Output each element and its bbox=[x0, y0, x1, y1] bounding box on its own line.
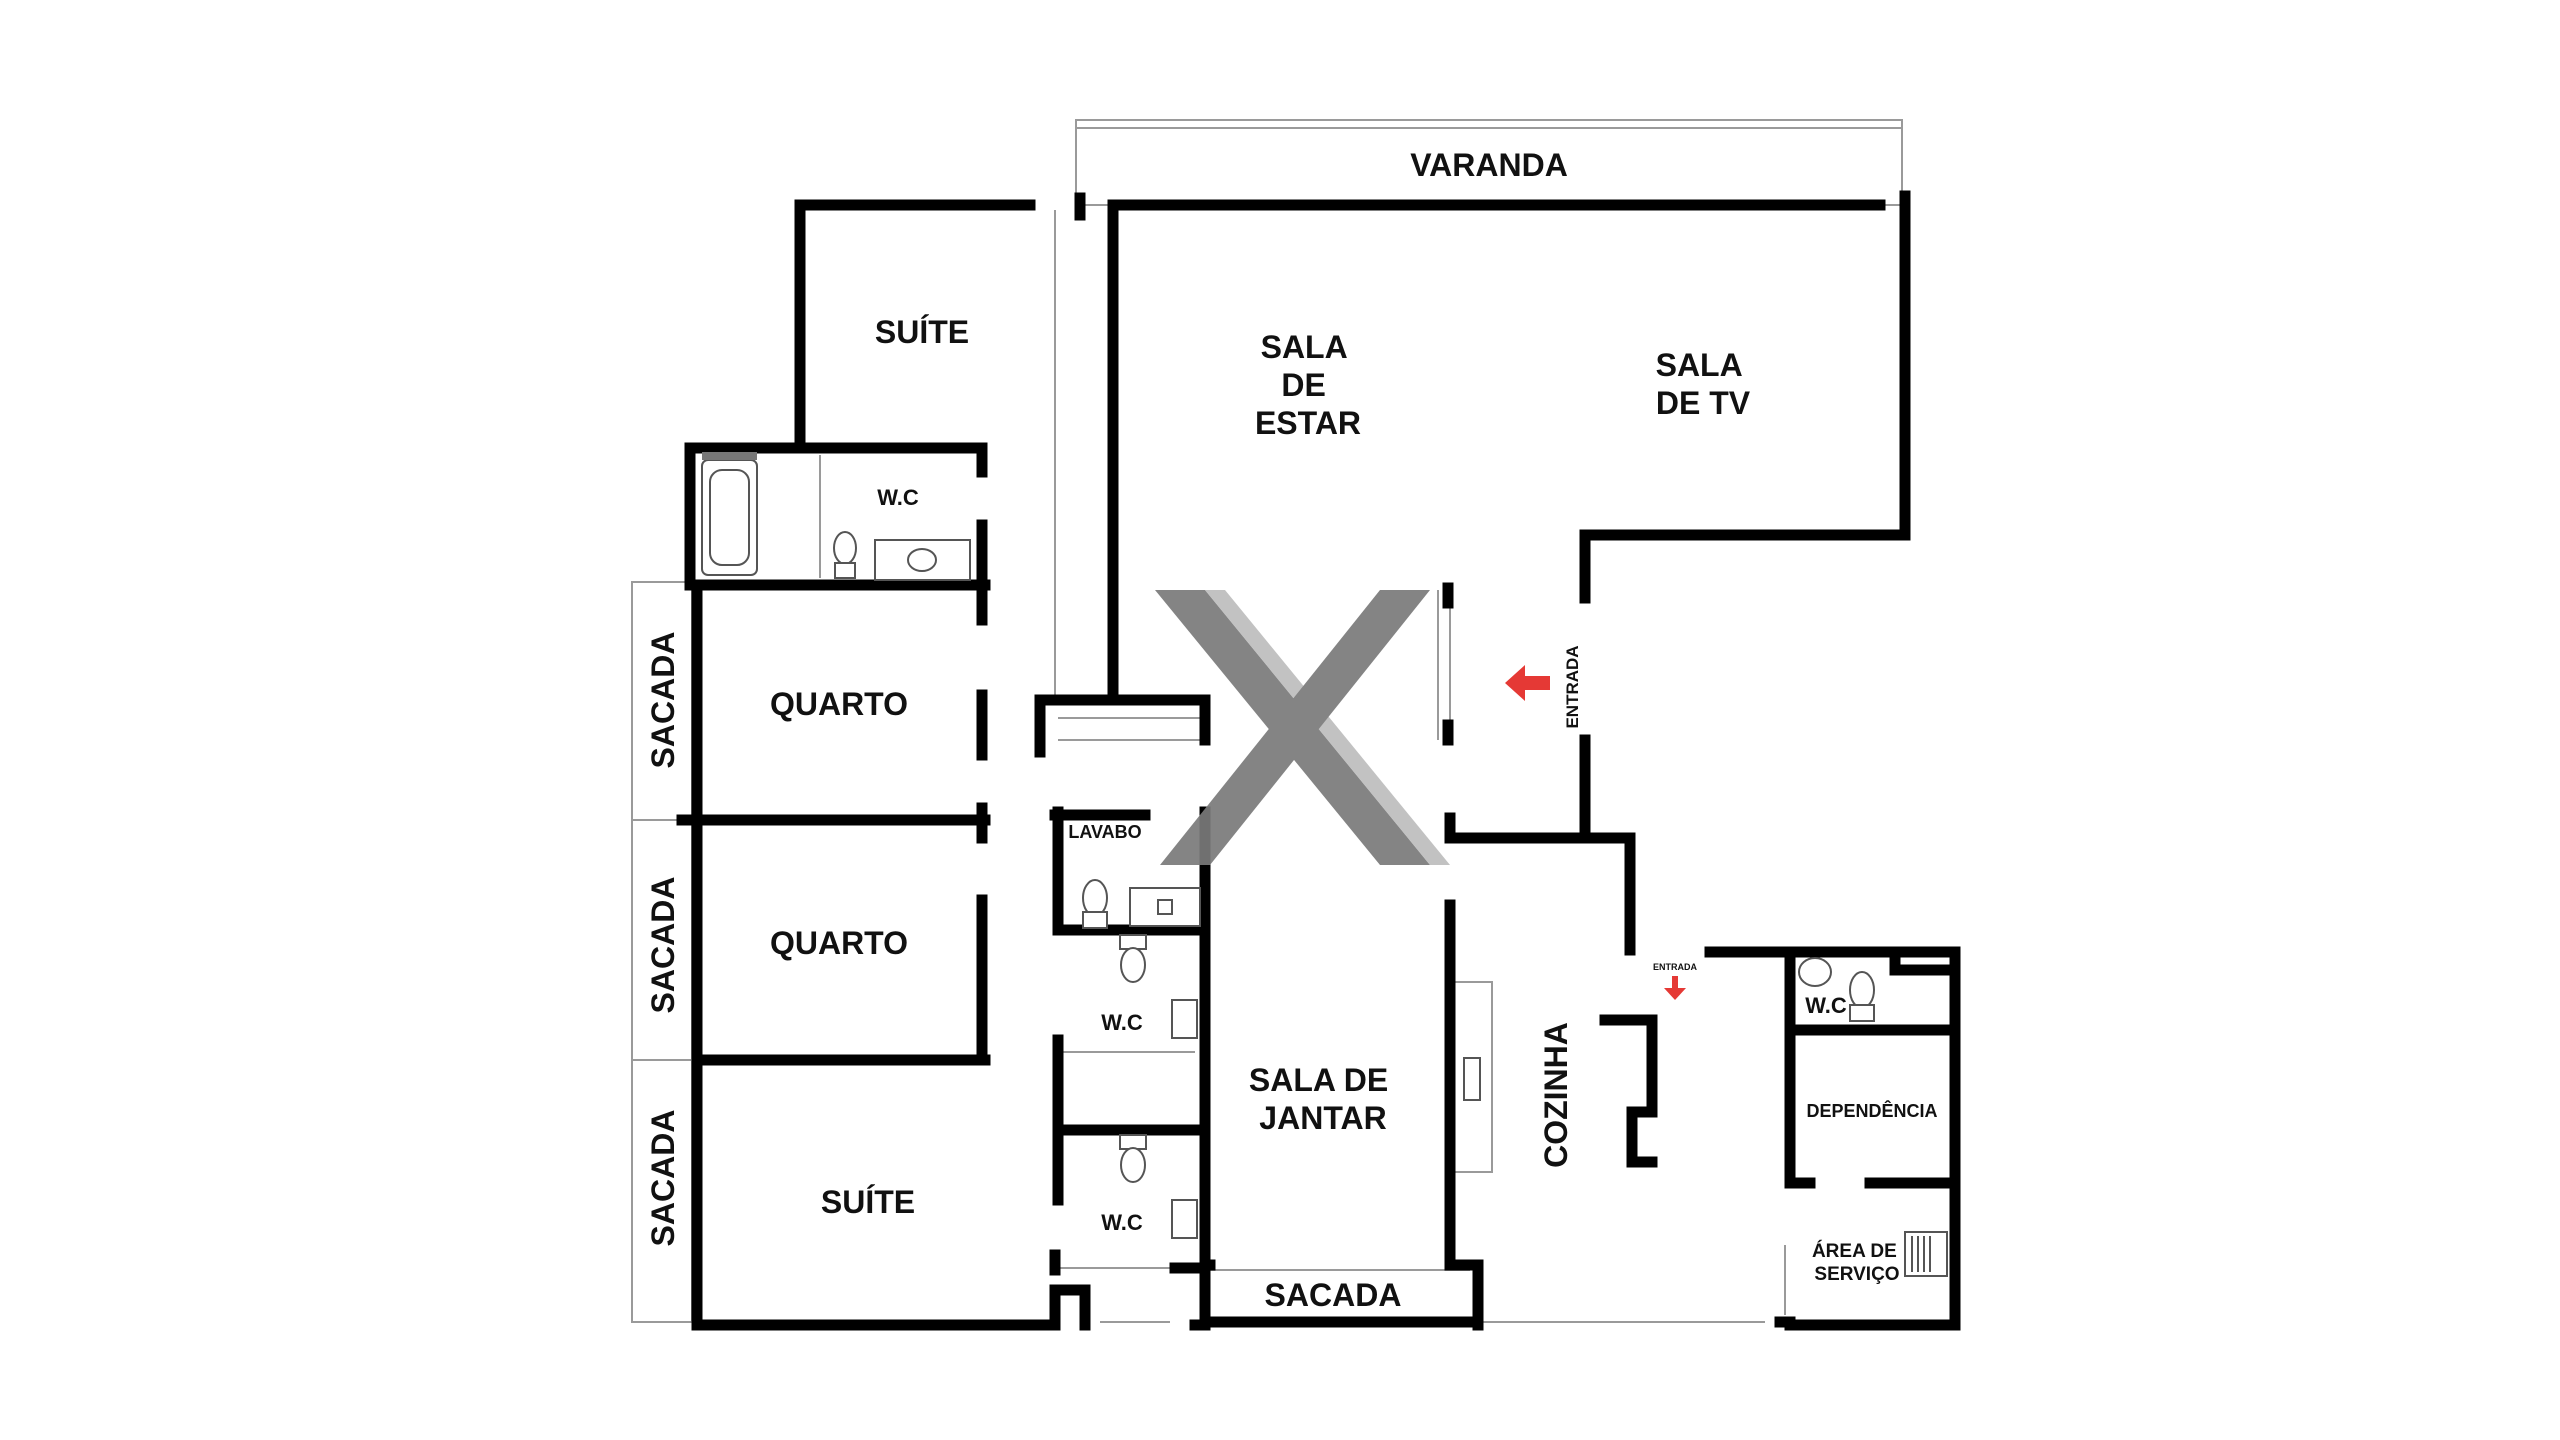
bathtub-icon bbox=[701, 452, 758, 576]
room-label-quarto-2: QUARTO bbox=[770, 925, 908, 961]
sink-icon bbox=[1171, 1199, 1198, 1239]
room-label-lavabo: LAVABO bbox=[1068, 822, 1141, 842]
room-label-sacada-bottom: SACADA bbox=[1265, 1277, 1402, 1313]
room-label-wc-suite: W.C bbox=[877, 485, 919, 510]
room-label-wc-service: W.C bbox=[1805, 993, 1847, 1018]
toilet-icon bbox=[1082, 879, 1108, 929]
room-label-sala-tv: SALA DE TV bbox=[1656, 347, 1751, 421]
fixtures bbox=[701, 452, 1948, 1277]
toilet-icon bbox=[833, 531, 857, 579]
toilet-icon bbox=[1849, 971, 1875, 1022]
room-label-sacada-3: SACADA bbox=[645, 1110, 681, 1247]
entrance-label-main: ENTRADA bbox=[1563, 645, 1582, 728]
room-label-sala-estar: SALA DE ESTAR bbox=[1255, 329, 1361, 441]
room-label-suite-bottom: SUÍTE bbox=[821, 1184, 915, 1220]
room-label-varanda: VARANDA bbox=[1410, 147, 1568, 183]
logo-watermark-icon bbox=[1155, 590, 1450, 865]
sink-icon bbox=[1171, 999, 1198, 1039]
washer-icon bbox=[1904, 1231, 1948, 1277]
walls bbox=[676, 190, 1961, 1331]
room-label-quarto-1: QUARTO bbox=[770, 686, 908, 722]
room-label-cozinha: COZINHA bbox=[1538, 1022, 1574, 1168]
sink-icon bbox=[1129, 887, 1201, 927]
toilet-icon bbox=[1119, 934, 1147, 983]
room-label-wc-1: W.C bbox=[1101, 1010, 1143, 1035]
room-label-area-servico: ÁREA DE SERVIÇO bbox=[1812, 1240, 1902, 1285]
room-label-sala-jantar: SALA DE JANTAR bbox=[1249, 1062, 1397, 1136]
entrance-arrow-icon bbox=[1664, 976, 1686, 1000]
room-label-dependencia: DEPENDÊNCIA bbox=[1806, 1100, 1937, 1121]
room-label-sacada-2: SACADA bbox=[645, 877, 681, 1014]
sink-icon bbox=[1798, 957, 1832, 987]
room-label-suite-top: SUÍTE bbox=[875, 314, 969, 350]
room-label-wc-2: W.C bbox=[1101, 1210, 1143, 1235]
sink-icon bbox=[1463, 1057, 1481, 1101]
room-label-sacada-1: SACADA bbox=[645, 632, 681, 769]
entrance-label-service: ENTRADA bbox=[1653, 962, 1697, 972]
toilet-icon bbox=[1119, 1134, 1147, 1183]
sink-icon bbox=[874, 539, 971, 581]
entrance-arrow-icon bbox=[1505, 665, 1550, 701]
